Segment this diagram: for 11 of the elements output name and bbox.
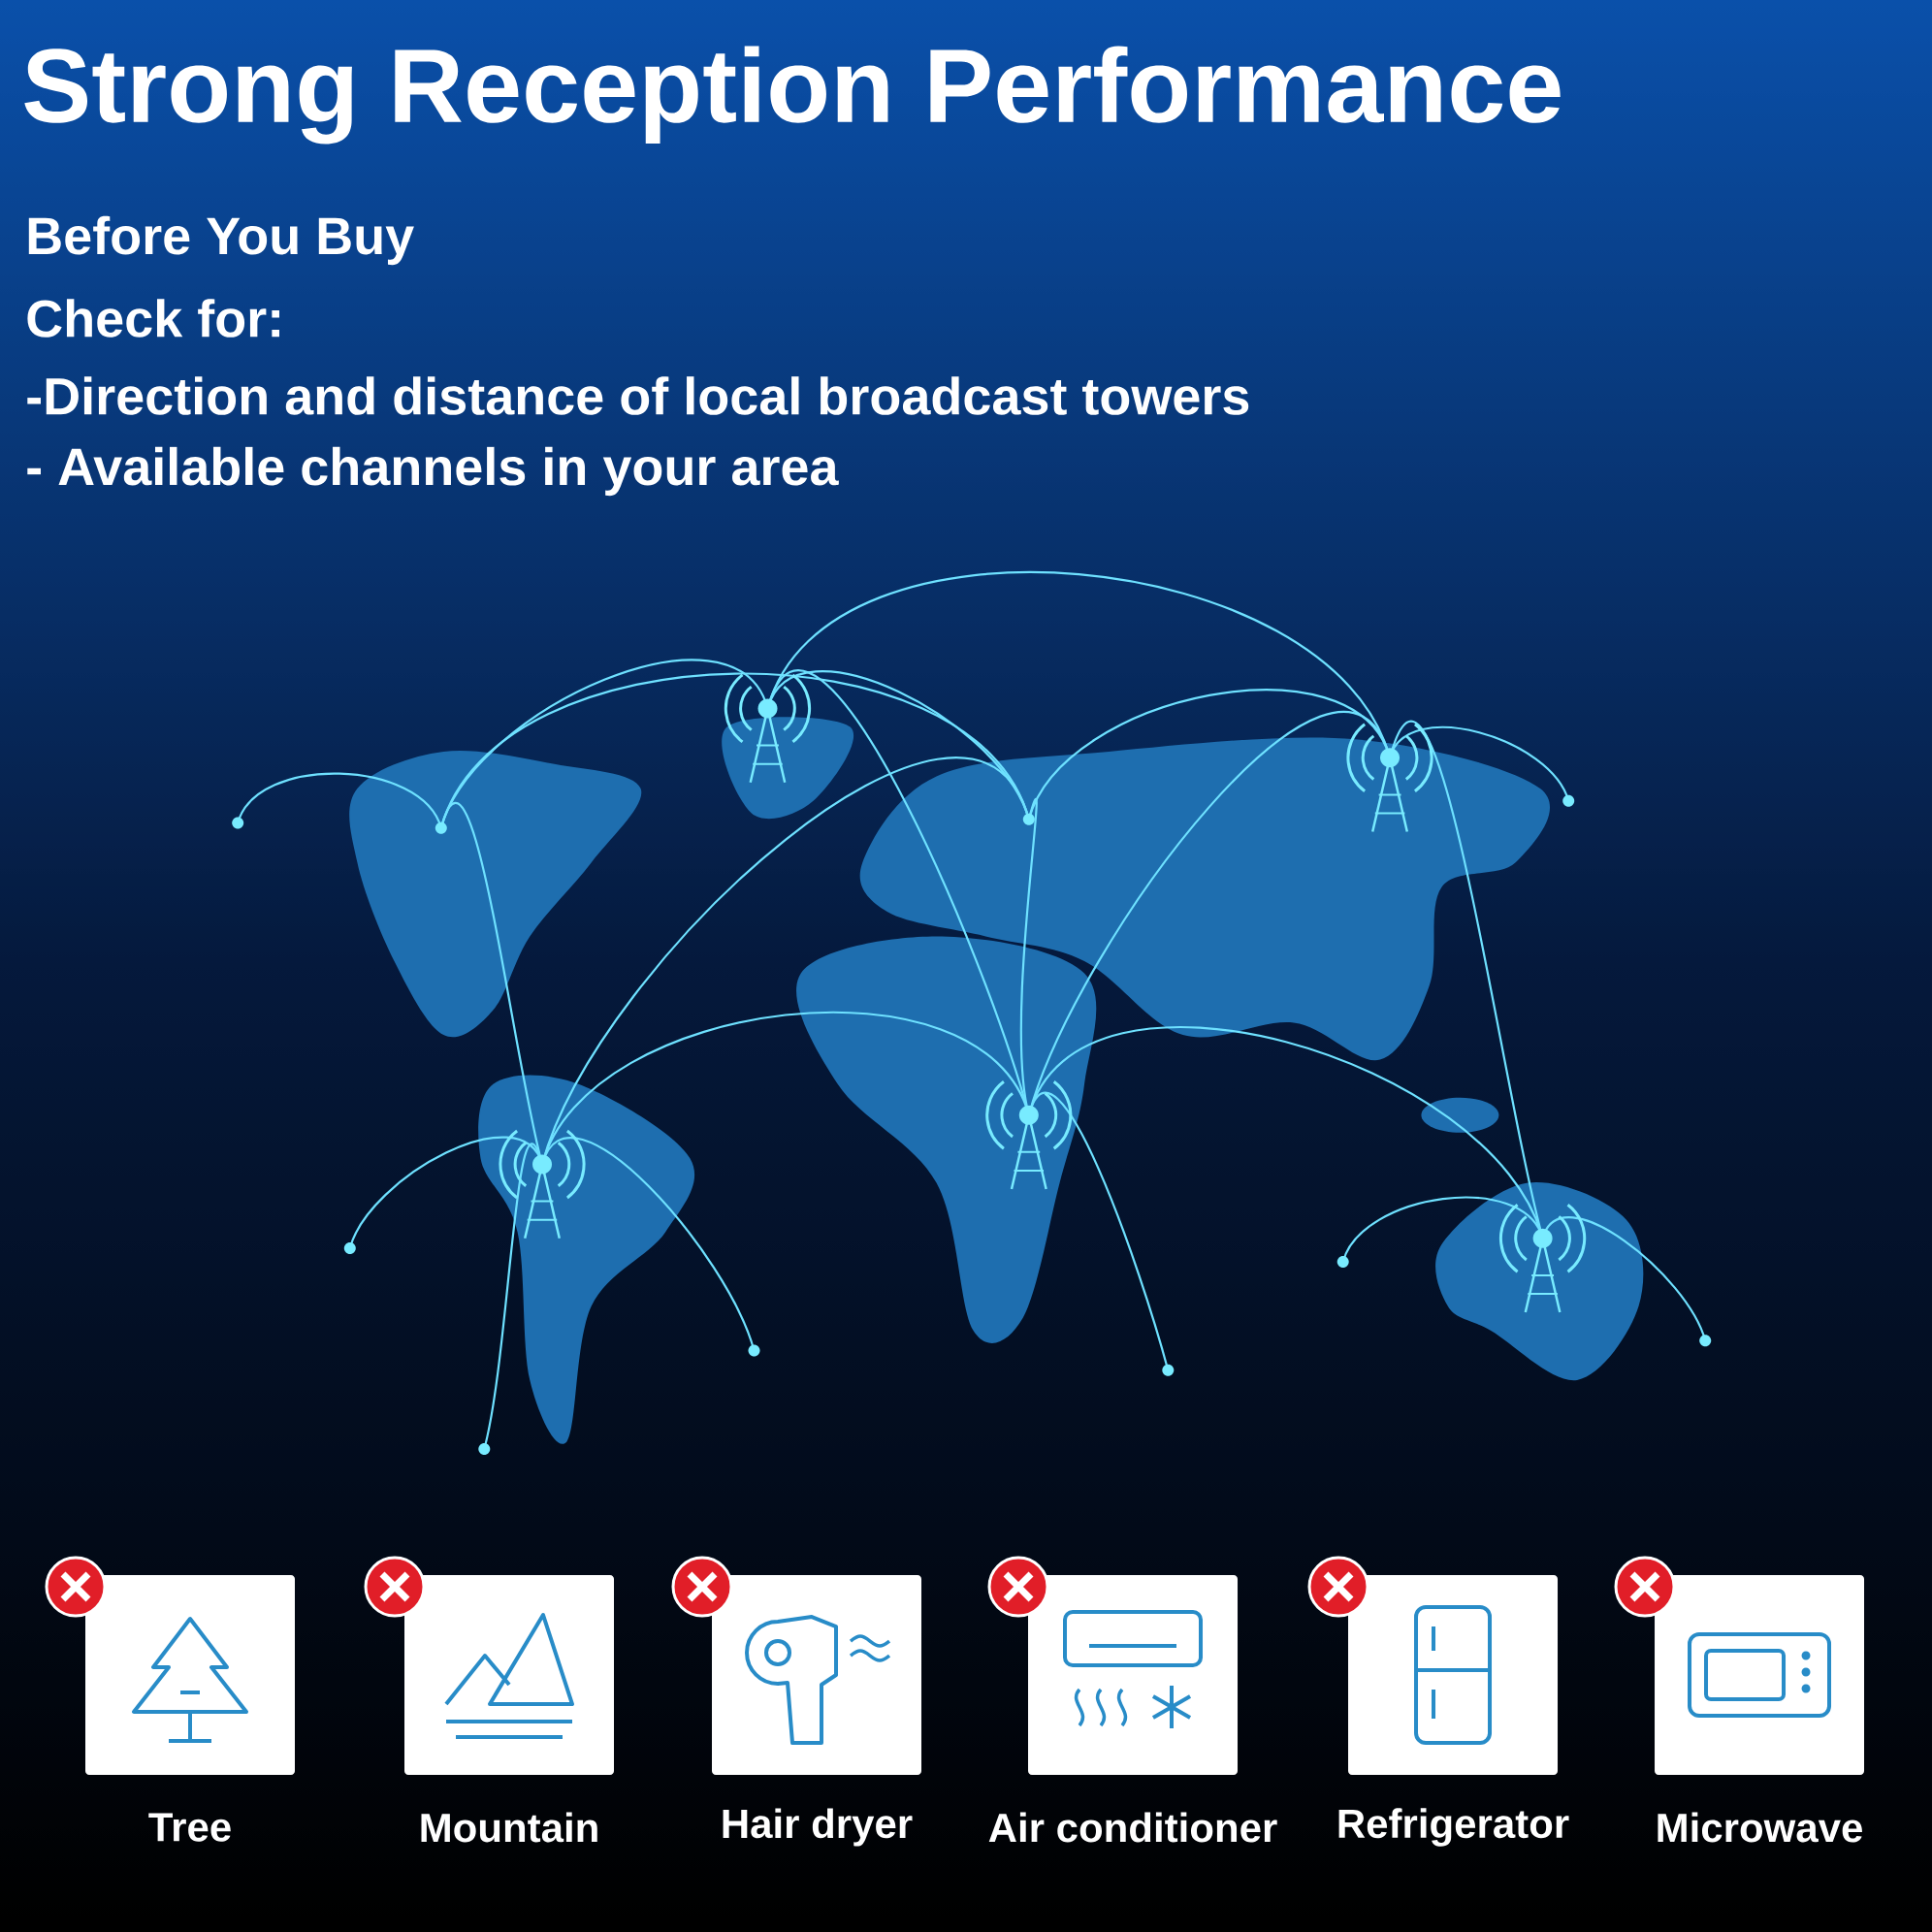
card-label: Tree (148, 1813, 231, 1842)
note-text: Before You Buy (28, 215, 414, 266)
note-text: -Direction and distance of local broadcast towers (27, 376, 1249, 415)
card-label: Air conditioner (988, 1812, 1277, 1843)
note-text: - Available channels in your area (27, 446, 839, 497)
card-label: Mountain (421, 1812, 597, 1843)
card-label: Hair dryer (723, 1808, 913, 1847)
card-label: Microwave (1658, 1812, 1862, 1843)
title: Strong Reception Performance (24, 46, 1561, 145)
card-label: Refrigerator (1338, 1808, 1569, 1847)
note-text: Check for: (27, 299, 279, 338)
